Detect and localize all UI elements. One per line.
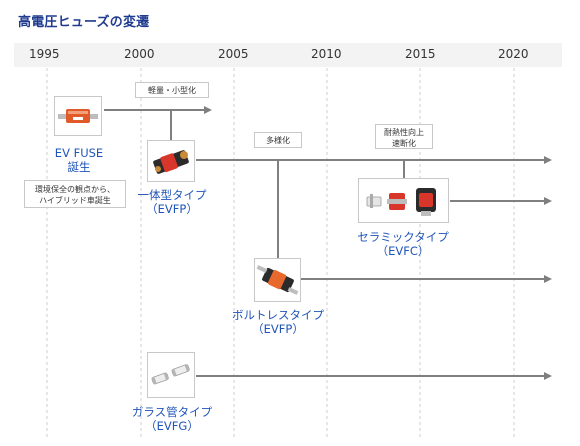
evfp-integrated-name: 一体型タイプ <box>137 188 207 202</box>
evfp-boltless-name: ボルトレスタイプ <box>232 308 324 322</box>
evfp-integrated-code: （EVFP） <box>146 202 198 216</box>
evfc-name: セラミックタイプ <box>357 230 449 244</box>
evfg-icon <box>151 364 190 385</box>
evfg-label: ガラス管タイプ （EVFG） <box>122 405 222 433</box>
evfc-code: （EVFC） <box>376 244 430 258</box>
callout-hybrid-line2: ハイブリッド車誕生 <box>39 196 111 205</box>
callout-heat-line1: 耐熱性向上 <box>384 128 424 137</box>
ev-fuse-name: EV FUSE <box>54 146 104 160</box>
evfg-image <box>147 352 195 398</box>
year-label-2010: 2010 <box>311 47 342 61</box>
year-label-2000: 2000 <box>124 47 155 61</box>
callout-heat-resistance: 耐熱性向上 速断化 <box>375 124 433 149</box>
evfp-integrated-icon <box>153 150 189 174</box>
ev-fuse-image <box>54 96 102 136</box>
year-label-1995: 1995 <box>29 47 60 61</box>
year-label-2020: 2020 <box>498 47 529 61</box>
callout-lightweight: 軽量・小型化 <box>135 82 209 98</box>
ev-fuse-icon <box>58 109 98 123</box>
evfp-boltless-label: ボルトレスタイプ （EVFP） <box>223 308 333 336</box>
callout-hybrid-origin: 環境保全の観点から、 ハイブリッド車誕生 <box>24 180 126 208</box>
evfp-integrated-label: 一体型タイプ （EVFP） <box>132 188 212 216</box>
callout-heat-line2: 速断化 <box>392 139 416 148</box>
callout-hybrid-line1: 環境保全の観点から、 <box>35 185 115 194</box>
year-label-2005: 2005 <box>218 47 249 61</box>
evfp-boltless-code: （EVFP） <box>252 322 304 336</box>
ev-fuse-birth: 誕生 <box>67 160 91 174</box>
evfp-boltless-icon <box>256 265 299 295</box>
callout-diversification: 多様化 <box>254 132 302 148</box>
evfg-code: （EVFG） <box>145 419 199 433</box>
ev-fuse-label: EV FUSE 誕生 <box>44 146 114 174</box>
year-label-2015: 2015 <box>405 47 436 61</box>
evfp-boltless-image <box>254 258 301 302</box>
evfg-name: ガラス管タイプ <box>131 405 213 419</box>
page-title: 高電圧ヒューズの変遷 <box>18 15 150 30</box>
evfc-label: セラミックタイプ （EVFC） <box>348 230 458 258</box>
evfc-image <box>358 178 449 223</box>
year-axis-band <box>14 43 562 67</box>
evfc-icon <box>366 188 436 216</box>
evfp-integrated-image <box>147 140 195 182</box>
